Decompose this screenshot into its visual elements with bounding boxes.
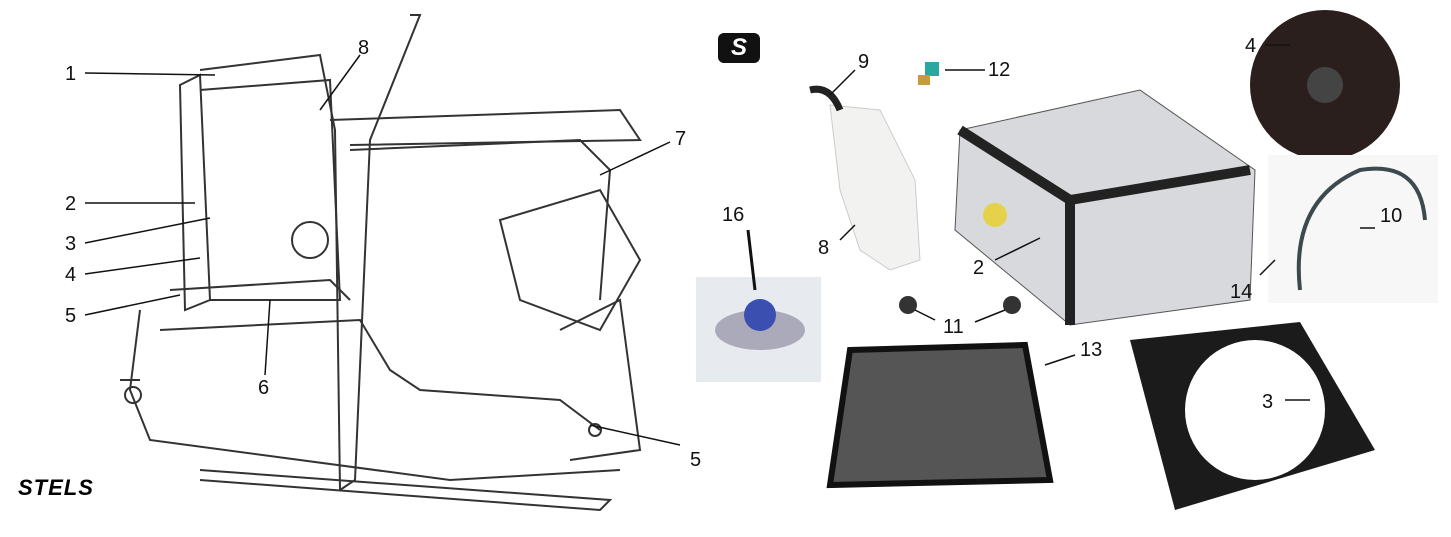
callout-13: 13 — [1080, 339, 1103, 361]
callout-6: 6 — [258, 377, 270, 399]
callout-14: 14 — [1230, 281, 1253, 303]
fan-shroud-image — [1130, 322, 1375, 510]
hose-image — [1268, 155, 1438, 303]
s-logo: S — [718, 33, 760, 63]
atv-frame-drawing — [120, 14, 642, 512]
radiator-cap-image — [696, 277, 821, 382]
callout-16: 16 — [722, 204, 745, 226]
callout-2-radiator: 2 — [973, 257, 985, 279]
temp-sensor-image — [918, 62, 939, 85]
callout-12: 12 — [988, 59, 1011, 81]
callout-5b: 5 — [690, 449, 702, 471]
radiator-image — [954, 89, 1256, 326]
callout-5: 5 — [65, 305, 77, 327]
stels-logo: STELS — [18, 475, 94, 500]
callout-10: 10 — [1380, 205, 1403, 227]
callout-1: 1 — [65, 63, 77, 85]
callout-3-shroud: 3 — [1262, 391, 1274, 413]
callout-3: 3 — [65, 233, 77, 255]
callout-2: 2 — [65, 193, 77, 215]
callout-4-fan: 4 — [1245, 35, 1257, 57]
callout-11: 11 — [943, 316, 964, 338]
callout-4: 4 — [65, 264, 77, 286]
radiator-grille-image — [826, 341, 1054, 489]
callout-9: 9 — [858, 51, 870, 73]
grommets-image — [899, 296, 1021, 314]
left-leader-lines — [84, 54, 681, 446]
callout-8: 8 — [358, 37, 370, 59]
callout-7: 7 — [675, 128, 687, 150]
reservoir-tank-image — [809, 85, 921, 271]
right-leader-lines — [746, 44, 1375, 401]
fan-image — [1250, 10, 1400, 160]
callout-8-reservoir: 8 — [818, 237, 830, 259]
